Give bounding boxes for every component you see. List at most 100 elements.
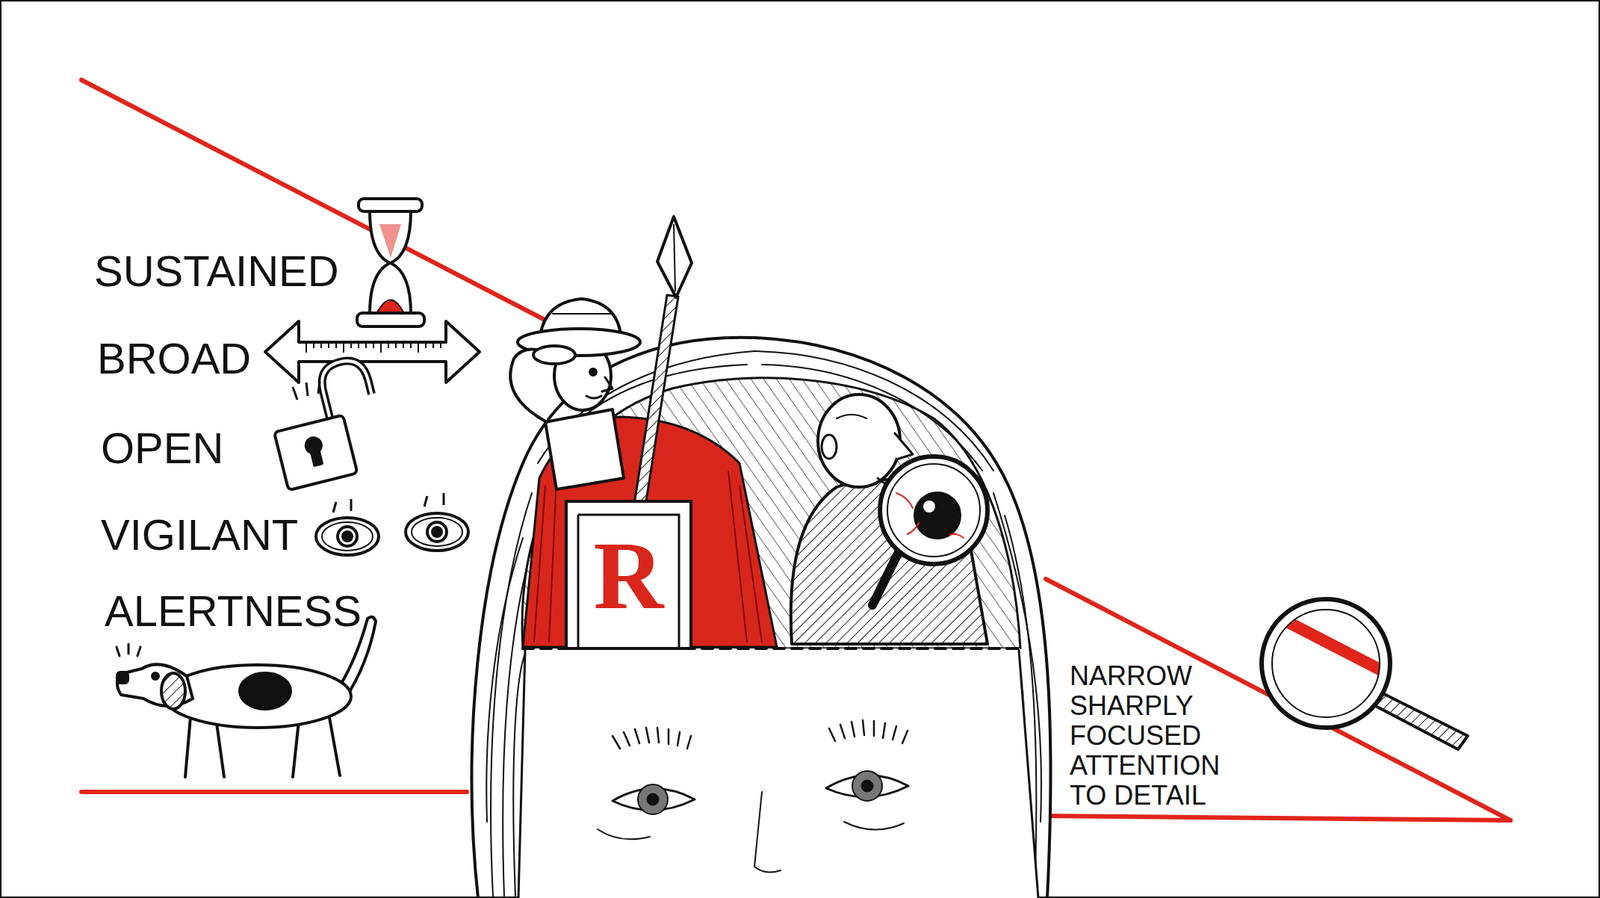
- double-arrow-icon-part-part: [335, 342, 337, 349]
- head-figure-part-part: [902, 730, 908, 744]
- head-figure-part-part: [612, 735, 620, 749]
- head-figure-part-part: [486, 537, 523, 822]
- double-arrow-icon-part-part: [320, 342, 322, 349]
- eyes-icon-part-part: [333, 501, 337, 513]
- double-arrow-icon-part-part: [387, 342, 390, 349]
- spear: [632, 216, 692, 516]
- old-man-figure-part-part: [907, 522, 919, 535]
- old-man-figure-part-part: [950, 534, 964, 538]
- padlock-icon: [261, 356, 390, 491]
- red-cape-part-part: [534, 485, 546, 643]
- head-figure-part-part: [634, 729, 640, 744]
- head-figure-part: [518, 649, 526, 898]
- eyes-icon-part-part: [442, 492, 446, 505]
- explorer-figure-part: [545, 409, 624, 490]
- dog-figure-part: [216, 723, 225, 777]
- eyes-icon-part: [411, 517, 463, 547]
- head-figure-part: [646, 793, 659, 806]
- head-figure-part: [522, 377, 1021, 649]
- dog-figure-part: [161, 673, 186, 709]
- double-arrow-icon-part-part: [312, 342, 315, 349]
- head-figure-part-part: [862, 720, 865, 736]
- padlock-icon-part-part: [317, 356, 376, 420]
- dog-figure-part: [239, 673, 291, 709]
- explorer-figure-part: [590, 369, 597, 375]
- attention-label: OPEN: [100, 423, 224, 474]
- magnifier-icon-part: [1272, 609, 1380, 718]
- old-man-figure-part: [817, 394, 901, 488]
- shield-inner-border: [578, 514, 679, 649]
- head-figure-part: [844, 821, 904, 830]
- padlock-icon-part: [306, 382, 308, 396]
- double-arrow-icon-part-part: [439, 342, 442, 349]
- head-figure-part-part: [840, 724, 845, 739]
- triangle-lines-part: [1042, 815, 1511, 821]
- head-figure-part-part: [667, 729, 671, 744]
- eyes-icon-part: [333, 492, 444, 513]
- head-figure-part-part: [677, 732, 680, 746]
- double-arrow-icon-part-part: [417, 342, 420, 353]
- old-man-figure-part: [923, 500, 936, 513]
- dog-figure-part: [127, 643, 130, 654]
- dog-figure-part: [116, 646, 120, 656]
- double-arrow-icon-part-part: [365, 342, 367, 349]
- double-arrow-icon-part-part: [327, 342, 330, 349]
- dog-figure-part: [328, 713, 340, 776]
- double-arrow-icon-part-part: [395, 342, 397, 349]
- double-arrow-icon-part-part: [357, 342, 360, 349]
- padlock-icon-part-part: [274, 415, 358, 491]
- red-cape-part-part: [739, 485, 762, 643]
- head-figure-part-part: [882, 723, 886, 739]
- spear-part: [632, 295, 679, 516]
- double-arrow-icon-part-part: [402, 342, 405, 349]
- old-man-figure-part-part: [896, 492, 913, 508]
- shield-node: R: [563, 498, 694, 652]
- explorer-figure-part: [602, 377, 613, 392]
- old-man-figure-part: [887, 463, 981, 557]
- old-man-figure-part: [836, 414, 867, 419]
- explorer-figure-part: [586, 395, 602, 399]
- double-arrow-icon-part-part: [380, 342, 382, 353]
- attention-label: NARROW SHARPLY FOCUSED ATTENTION TO DETA…: [1069, 661, 1246, 811]
- padlock-icon-part-part: [317, 356, 376, 420]
- hourglass-icon-part: [377, 300, 404, 313]
- eyes-icon-part: [427, 522, 447, 542]
- head-figure-part-part: [687, 735, 691, 749]
- attention-label: VIGILANT: [100, 510, 299, 561]
- spear-part: [657, 216, 692, 298]
- head-figure-part-part: [873, 720, 876, 736]
- head-figure-part: [754, 791, 781, 873]
- eyes-icon-part: [337, 526, 358, 547]
- explorer-figure-part: [533, 345, 576, 364]
- attention-label: SUSTAINED: [94, 246, 340, 297]
- eyes-icon-part: [315, 517, 379, 555]
- explorer-figure: [510, 298, 641, 490]
- magnifier-icon: [1261, 599, 1468, 750]
- magnifier-icon-part: [1368, 690, 1468, 750]
- padlock-icon-part: [261, 356, 390, 491]
- red-cape-part-part: [549, 478, 557, 643]
- eyes-icon-part-part: [424, 495, 428, 507]
- padlock-icon-part-part: [309, 445, 322, 466]
- head-figure: [472, 337, 1051, 898]
- attention-label: ALERTNESS: [104, 586, 362, 637]
- head-figure-part-part: [892, 726, 897, 740]
- double-arrow-icon-part-part: [372, 342, 375, 349]
- eyes-icon-part: [321, 522, 373, 551]
- head-figure-part-part: [646, 727, 650, 743]
- old-man-figure-part: [915, 492, 960, 538]
- head-figure-part-part: [829, 728, 836, 741]
- double-arrow-icon-part-part: [425, 342, 427, 349]
- double-arrow-icon-part-part: [305, 342, 308, 353]
- triangle-lines-part: [81, 789, 467, 795]
- old-man-figure-part: [896, 492, 964, 538]
- eyes-icon-part-part: [350, 498, 353, 511]
- eyes-icon-part: [342, 531, 352, 541]
- head-figure-part: [597, 829, 650, 839]
- head-figure-part: [612, 720, 908, 749]
- red-cape-part-part: [728, 470, 747, 643]
- head-figure-part-part: [851, 721, 855, 737]
